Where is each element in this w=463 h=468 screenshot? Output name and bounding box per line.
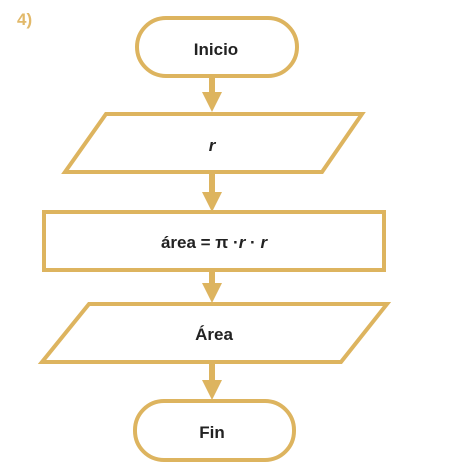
arrowhead-input-process (202, 192, 222, 212)
process-rectangle-shape (42, 210, 386, 272)
input-node: r (61, 112, 366, 174)
process-text-r-1: r (239, 233, 247, 252)
process-text-r-2: r (260, 233, 268, 252)
start-terminator-shape (135, 16, 299, 78)
end-terminator-shape (133, 399, 296, 462)
input-parallelogram-shape (61, 112, 366, 174)
process-text-dot-1: · (233, 233, 239, 252)
connectors (202, 78, 222, 400)
end-node-text: Fin (199, 423, 225, 442)
arrowhead-process-output (202, 283, 222, 303)
process-node: área = π ·r · r (42, 210, 386, 272)
diagram-label: 4) (17, 10, 32, 29)
output-node: Área (37, 302, 392, 364)
start-node: Inicio (135, 16, 299, 78)
start-node-text: Inicio (194, 40, 238, 59)
input-node-text: r (209, 136, 217, 155)
process-node-text: área = π ·r · r (161, 233, 269, 252)
output-parallelogram-shape (37, 302, 392, 364)
process-text-dot-2: · (245, 233, 260, 252)
output-node-text: Área (195, 325, 233, 344)
arrowhead-start-input (202, 92, 222, 112)
arrowhead-output-end (202, 380, 222, 400)
end-node: Fin (133, 399, 296, 462)
process-text-area-eq-pi: área = π (161, 233, 233, 252)
